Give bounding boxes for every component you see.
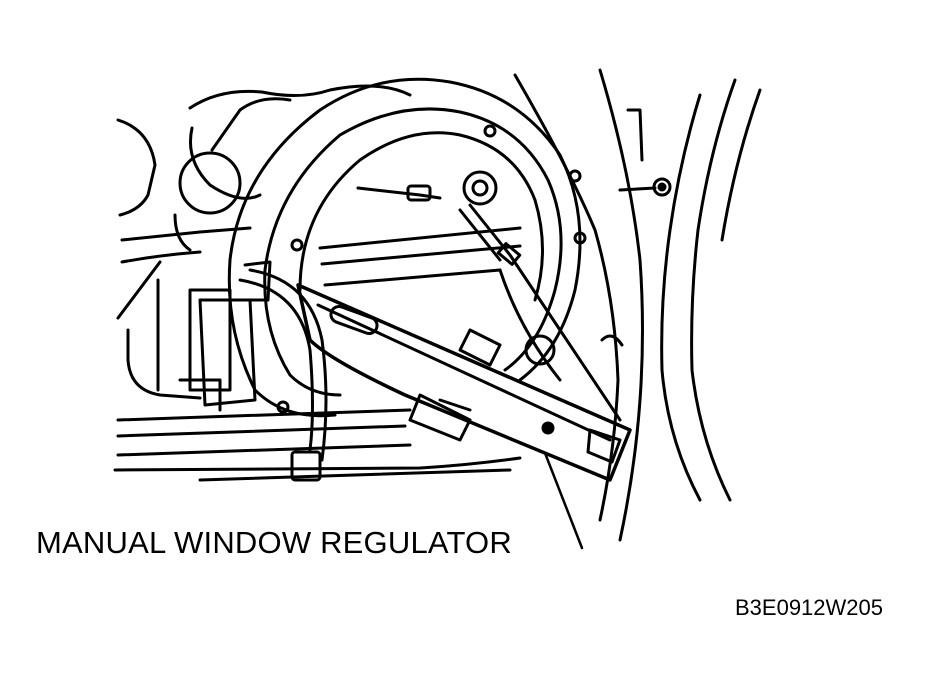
callout-leader-line [543, 451, 584, 550]
manual-window-regulator-label: MANUAL WINDOW REGULATOR [36, 525, 512, 560]
figure-code: B3E0912W205 [735, 595, 883, 620]
door-inner-panel [116, 84, 412, 400]
wire-harness [178, 260, 328, 482]
regulator-arm [296, 283, 632, 482]
door-rails [113, 226, 522, 482]
service-hole-frame [227, 77, 587, 418]
door-frame-right [513, 68, 762, 542]
regulator-cable [356, 170, 622, 422]
